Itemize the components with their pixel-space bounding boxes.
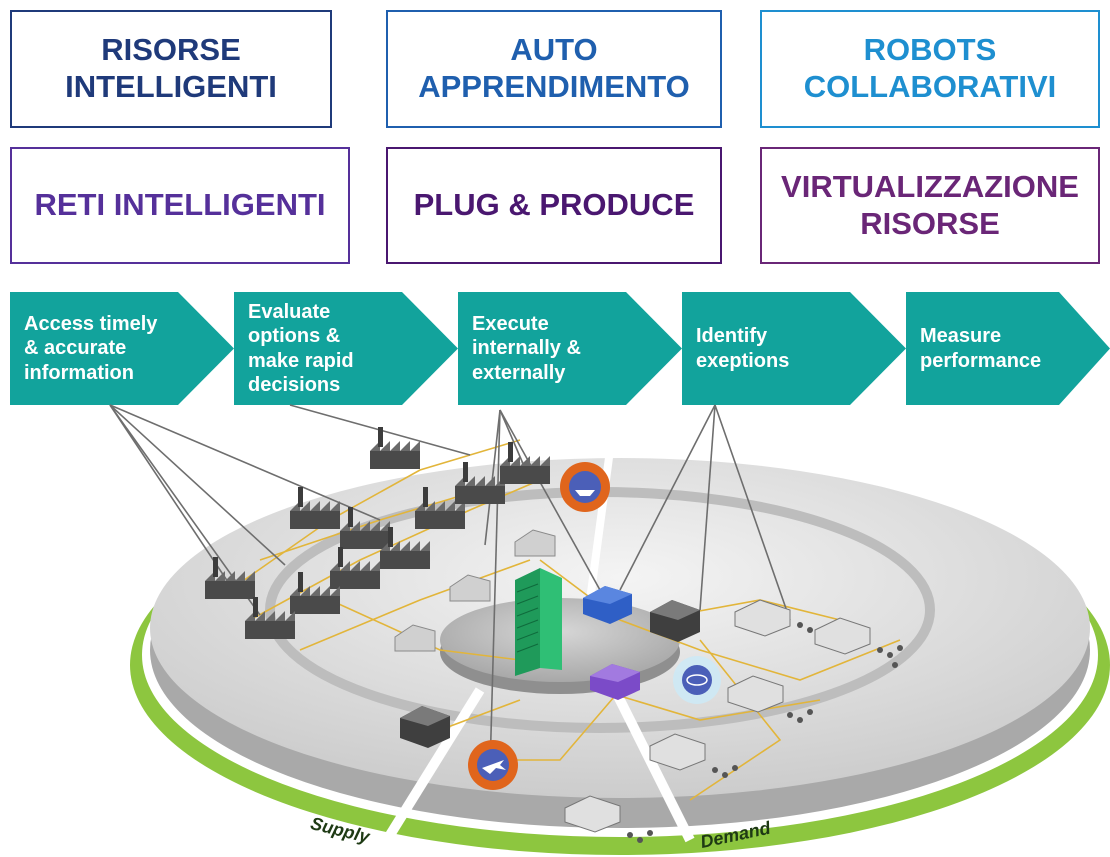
warehouse-icon	[394, 624, 436, 652]
step-label: Measure performance	[920, 325, 1042, 372]
ring-gap	[142, 473, 1098, 837]
distribution-hub-icon	[590, 664, 640, 700]
box-risorse-intelligenti: RISORSE INTELLIGENTI	[10, 10, 332, 128]
factory-icon	[245, 597, 295, 639]
warehouse-icon	[514, 529, 556, 557]
sector-divider	[605, 677, 695, 843]
truck-icon	[734, 599, 791, 637]
store-icon	[400, 706, 450, 748]
factory-icon	[340, 507, 390, 549]
factory-group	[205, 427, 550, 639]
customer-cluster	[627, 622, 903, 843]
datacenter-icon	[583, 586, 632, 624]
truck-icon	[649, 733, 706, 771]
green-ring	[130, 475, 1110, 855]
factory-icon	[500, 442, 550, 484]
warehouse-icon	[449, 574, 491, 602]
step-identify-exeptions: Identify exeptions	[682, 292, 906, 405]
box-robots-collaborativi: ROBOTS COLLABORATIVI	[760, 10, 1100, 128]
factory-icon	[290, 487, 340, 529]
globe-badge-icon	[673, 656, 721, 704]
step-label: Execute internally & externally	[472, 312, 581, 384]
network-lines	[229, 439, 901, 801]
step-evaluate-options: Evaluate options & make rapid decisions	[234, 292, 458, 405]
inner-ring	[265, 487, 935, 733]
plane-badge-icon	[468, 740, 518, 790]
step-execute: Execute internally & externally	[458, 292, 682, 405]
step-label: Evaluate options & make rapid decisions	[248, 300, 354, 396]
building-tower-icon	[515, 568, 562, 676]
truck-icon	[727, 675, 784, 713]
truck-icon	[564, 795, 621, 833]
box-auto-apprendimento: AUTO APPRENDIMENTO	[386, 10, 722, 128]
center-disc-edge	[440, 610, 680, 694]
ship-badge-icon	[560, 462, 610, 512]
truck-icon	[814, 617, 871, 655]
callout-lines	[109, 404, 791, 771]
factory-icon	[455, 462, 505, 504]
store-icon	[650, 600, 700, 642]
ring-label-supply: Supply	[308, 813, 372, 847]
box-plug-produce: PLUG & PRODUCE	[386, 147, 722, 264]
step-label: Identify exeptions	[696, 325, 790, 372]
box-reti-intelligenti: RETI INTELLIGENTI	[10, 147, 350, 264]
step-measure-performance: Measure performance	[906, 292, 1110, 405]
center-disc	[440, 598, 680, 682]
factory-icon	[380, 527, 430, 569]
factory-icon	[370, 427, 420, 469]
factory-icon	[290, 572, 340, 614]
factory-icon	[330, 547, 380, 589]
factory-icon	[415, 487, 465, 529]
factory-icon	[205, 557, 255, 599]
step-access-information: Access timely & accurate information	[10, 292, 234, 405]
platform-edge	[150, 472, 1090, 828]
box-virtualizzazione-risorse: VIRTUALIZZAZIONE RISORSE	[760, 147, 1100, 264]
platform-top	[150, 458, 1090, 798]
sector-divider	[586, 449, 614, 601]
ring-label-demand: Demand	[699, 817, 774, 852]
sector-divider	[385, 687, 485, 838]
step-label: Access timely & accurate information	[24, 312, 158, 384]
